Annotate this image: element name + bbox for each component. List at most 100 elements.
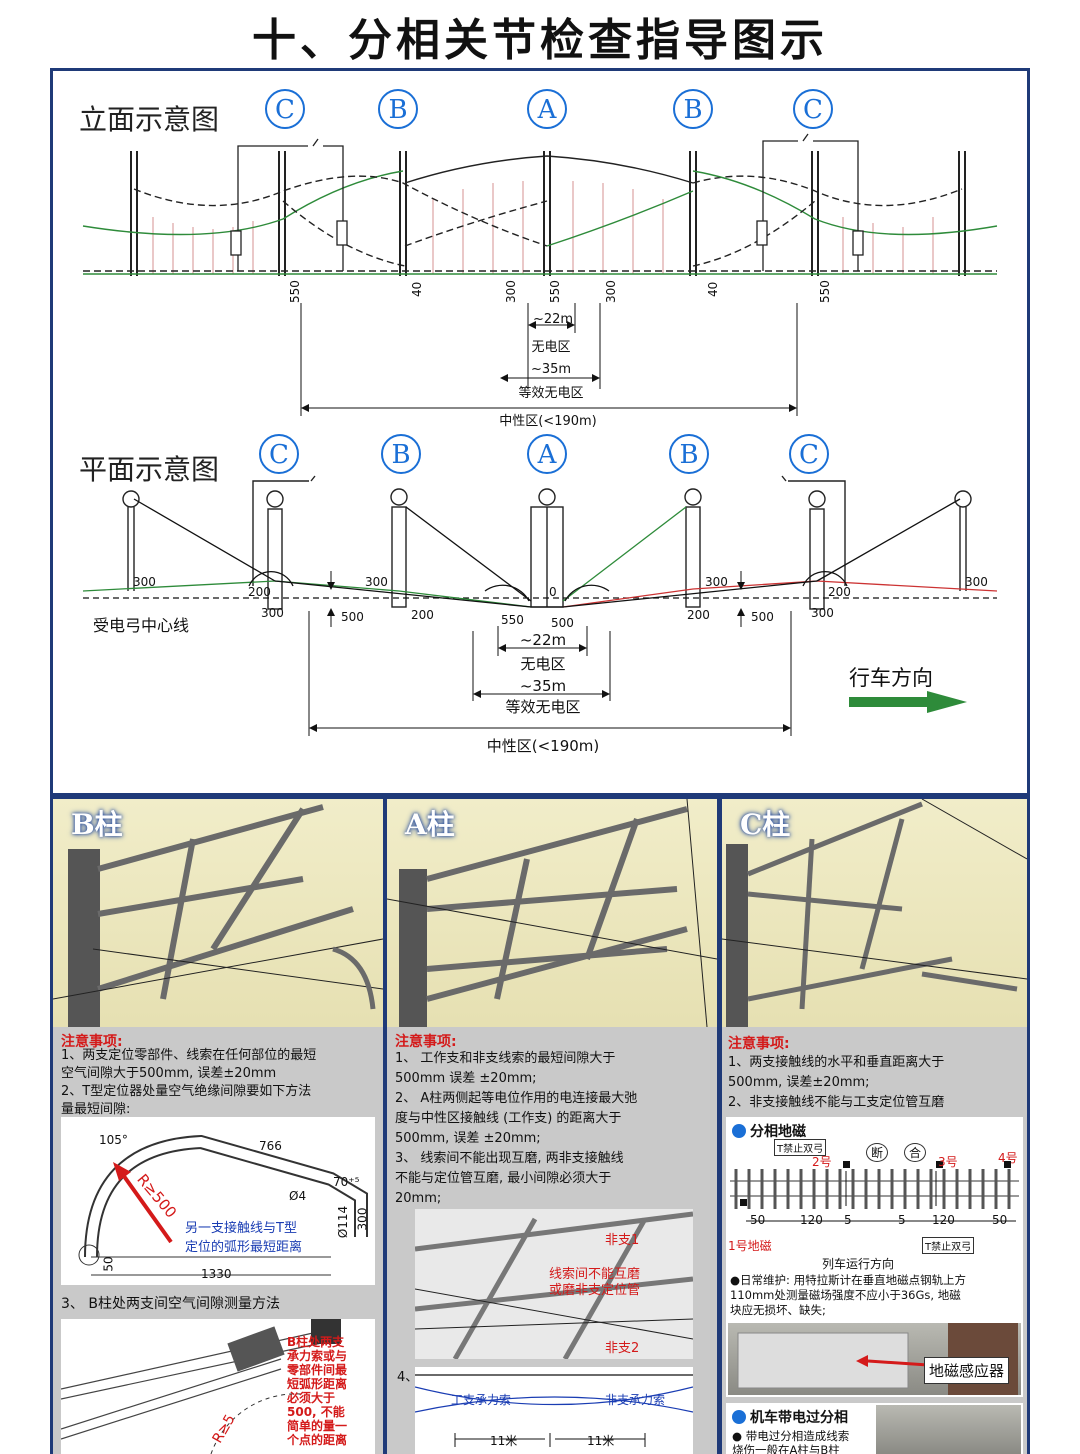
panel-a-label: A柱	[405, 808, 455, 841]
panel-a-wire-diagram: 工支承力索 非支承力索 11米 11米	[415, 1367, 693, 1454]
elev-dim-300a: 300	[504, 280, 518, 303]
panel-b-note-text: 1、两支定位零部件、线索在任何部位的最短 空气间隙大于500mm, 误差±20m…	[61, 1048, 317, 1117]
plan-marker-b2: B	[679, 440, 698, 470]
panel-a-note-title: 注意事项:	[395, 1034, 457, 1050]
schematic-frame: 立面示意图 C B A B C	[50, 68, 1030, 796]
plan-marker-b1-circle	[381, 434, 421, 474]
elev-marker-a: A	[537, 95, 558, 125]
elev-dim-40a: 40	[410, 282, 424, 297]
elev-marker-c2: C	[803, 95, 823, 125]
panel-a-11m-b: 11米	[587, 1434, 615, 1448]
panel-a-photo: A柱	[387, 799, 717, 1027]
plan-wires	[82, 498, 998, 608]
magnet-d5b: 5	[898, 1213, 906, 1227]
panel-b-red-note: B柱处两支 承力索或与 零部件间最 短弧形距离 必须大于 500, 不能 简单的…	[287, 1335, 348, 1447]
plan-dims: 300 200 300 500 300 200 550 0 500 200 30…	[133, 575, 988, 630]
plan-marker-b2-circle	[669, 434, 709, 474]
panel-c-note-title: 注意事项:	[728, 1036, 790, 1052]
panel-b-label: B柱	[71, 808, 123, 841]
magnet-n2: 2号	[812, 1155, 832, 1169]
elev-span-22m: ~22m	[533, 312, 573, 327]
panel-a-work-cat: 工支承力索	[451, 1393, 512, 1407]
plan-marker-c2-circle	[789, 434, 829, 474]
panel-c-photo: C柱	[722, 799, 1027, 1027]
plan-dim-300c: 300	[365, 575, 388, 589]
elev-marker-c2-circle	[793, 89, 833, 129]
elev-span-eqzone: 等效无电区	[518, 385, 583, 401]
bullet-icon	[732, 1124, 746, 1138]
magnet-n3: 3号	[938, 1155, 958, 1169]
plan-span-nozone: 无电区	[520, 655, 565, 673]
plan-dim-300e: 300	[811, 606, 834, 620]
plan-centerline: 受电弓中心线	[93, 616, 189, 635]
magnet-d50b: 50	[992, 1213, 1008, 1227]
magnet-sensor-label: 地磁感应器	[924, 1357, 1010, 1384]
pole-icon	[68, 849, 100, 1027]
panel-a-wear-label: 线索间不能互磨 或磨非支定位管	[549, 1267, 641, 1298]
magnet-he: 合	[904, 1143, 927, 1162]
magnet-n4: 4号	[998, 1151, 1018, 1165]
plan-span-eqzone: 等效无电区	[505, 698, 580, 716]
panel-c-loco: 机车带电过分相 ● 带电过分相造成线索 烧伤一般在A柱与B柱	[726, 1403, 1023, 1454]
magnet-track-svg	[730, 1161, 1019, 1222]
plan-dim-500c: 500	[751, 610, 774, 624]
panel-a-item4: 4、	[397, 1370, 419, 1385]
plan-dim-300b: 300	[261, 606, 284, 620]
elev-marker-c1: C	[275, 95, 295, 125]
elev-span-neutral: 中性区(<190m)	[499, 414, 597, 429]
pole-icon	[726, 844, 748, 1027]
elev-marker-c1-circle	[265, 89, 305, 129]
tdiag-phi4: Ø4	[289, 1189, 307, 1203]
direction-label: 行车方向	[849, 666, 933, 690]
panel-b-note-title: 注意事项:	[61, 1034, 123, 1050]
elev-marker-b2-circle	[673, 89, 713, 129]
panel-a-wear-photo: 非支1 线索间不能互磨 或磨非支定位管 非支2	[415, 1209, 693, 1359]
plan-dim-200b: 200	[411, 608, 434, 622]
panel-a-note-text: 1、 工作支和非支线索的最短间隙大于 500mm 误差 ±20mm; 2、 A柱…	[395, 1051, 638, 1206]
schematic-svg: 立面示意图 C B A B C	[79, 89, 998, 755]
elevation-span-labels: ~22m 无电区 ~35m 等效无电区 中性区(<190m)	[499, 312, 597, 429]
panel-b-item3: 3、 B柱处两支间空气间隙测量方法	[61, 1296, 280, 1312]
magnet-n1: 1号地磁	[728, 1239, 772, 1253]
elev-dim-40b: 40	[706, 282, 720, 297]
elev-marker-a-circle	[527, 89, 567, 129]
elevation-poles	[130, 151, 966, 276]
elev-dim-550c: 550	[818, 280, 832, 303]
magnet-d50a: 50	[750, 1213, 766, 1227]
tdiag-766: 766	[259, 1139, 282, 1153]
direction-arrow	[849, 691, 967, 713]
plan-dim-500b: 500	[551, 616, 574, 630]
wires-icon	[53, 938, 383, 1000]
plan-span-lines	[308, 571, 792, 736]
wires-icon	[387, 799, 717, 1027]
elev-dim-550a: 550	[288, 280, 302, 303]
tdiag-105: 105°	[99, 1133, 128, 1147]
panel-c-label: C柱	[740, 808, 791, 841]
plan-span-35m: ~35m	[520, 677, 566, 695]
panel-c-note-text: 1、两支接触线的水平和垂直距离大于 500mm, 误差±20mm; 2、非支接触…	[728, 1055, 945, 1110]
magnet-maint: ●日常维护: 用特拉斯计在垂直地磁点钢轨上方 110mm处测量磁场强度不应小于3…	[730, 1273, 967, 1317]
page-title: 十、分相关节检查指导图示	[252, 15, 828, 66]
panel-c-magnet: 分相地磁 T禁止双弓 2号 断 合 3号 4号 50 120 5 5 120 5…	[726, 1117, 1023, 1397]
loco-text: ● 带电过分相造成线索 烧伤一般在A柱与B柱	[732, 1429, 850, 1454]
elev-marker-b1-circle	[378, 89, 418, 129]
plan-title: 平面示意图	[79, 453, 219, 486]
elev-span-nozone: 无电区	[531, 340, 570, 355]
plan-dim-300f: 300	[965, 575, 988, 589]
plan-dim-300d: 300	[705, 575, 728, 589]
plan-dim-200a: 200	[248, 585, 271, 599]
elevation-dims: 550 40 300 550 300 40 550	[288, 280, 832, 303]
magnet-sign-1: T禁止双弓	[774, 1139, 827, 1156]
plan-marker-c2: C	[799, 440, 819, 470]
tdiag-phi114: Ø114	[336, 1205, 351, 1239]
pole-icon	[399, 869, 427, 1027]
panel-a-nonwork-cat: 非支承力索	[605, 1393, 666, 1407]
loco-photo	[876, 1405, 1021, 1454]
plan-dim-200d: 200	[828, 585, 851, 599]
elev-span-35m: ~35m	[531, 362, 571, 377]
panel-b-tdiagram: 105° 766 R≥500 70⁺⁵ Ø4 Ø114 300 50 1330 …	[61, 1117, 375, 1285]
magnet-direction: 列车运行方向	[822, 1257, 895, 1271]
plan-span-labels: ~22m 无电区 ~35m 等效无电区 中性区(<190m)	[487, 631, 600, 755]
plan-marker-a: A	[537, 440, 558, 470]
magnet-sign-2: T禁止双弓	[922, 1237, 975, 1254]
